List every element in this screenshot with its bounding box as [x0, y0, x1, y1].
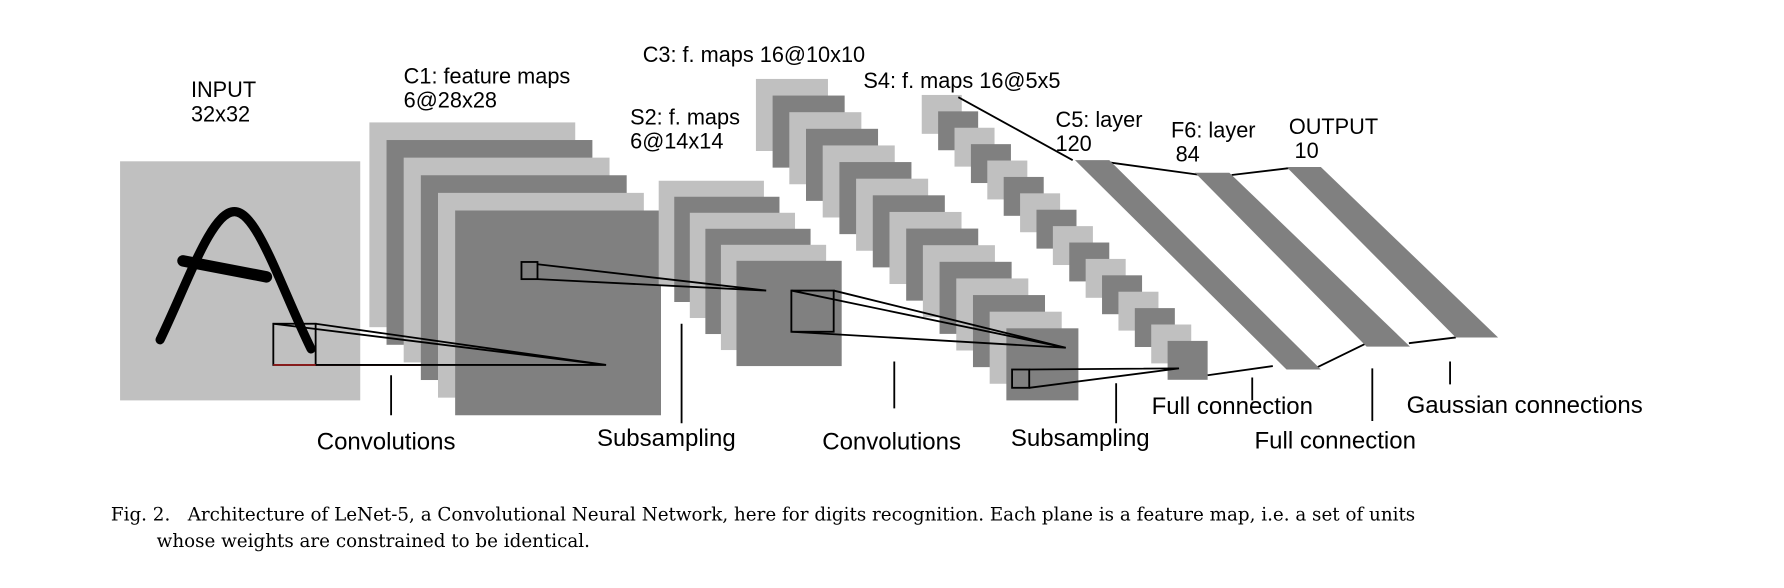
- s4-feature-maps: [921, 94, 1208, 380]
- f6-size: 84: [1176, 141, 1200, 166]
- op-gaussian-connections: Gaussian connections: [1407, 392, 1643, 419]
- s2-map-6: [736, 260, 842, 367]
- projection-lines: [273, 96, 1456, 389]
- c1-feature-maps: [369, 122, 661, 416]
- f6-layer: [1195, 172, 1411, 347]
- op-subsampling-1: Subsampling: [597, 425, 736, 452]
- s2-feature-maps: [658, 180, 842, 367]
- op-full-connection-2: Full connection: [1255, 427, 1416, 454]
- c1-title: C1: feature maps: [404, 64, 571, 89]
- c1-size: 6@28x28: [404, 88, 497, 113]
- handwritten-a-glyph: [155, 207, 316, 354]
- op-convolutions-2: Convolutions: [822, 429, 961, 456]
- c5-size: 120: [1056, 131, 1092, 156]
- output-size: 10: [1295, 138, 1319, 163]
- c5-layer: [1074, 160, 1321, 370]
- c3-map-16: [1006, 328, 1079, 401]
- figure-caption-line1: Fig. 2. Architecture of LeNet-5, a Convo…: [111, 505, 1415, 526]
- output-title: OUTPUT: [1289, 114, 1378, 139]
- op-convolutions-1: Convolutions: [317, 429, 456, 456]
- op-full-connection-1: Full connection: [1152, 393, 1313, 420]
- c5-title: C5: layer: [1056, 107, 1143, 132]
- s2-size: 6@14x14: [630, 129, 723, 154]
- output-layer: [1286, 167, 1499, 338]
- input-size: 32x32: [191, 101, 250, 126]
- c3-title: C3: f. maps 16@10x10: [643, 42, 865, 67]
- op-subsampling-2: Subsampling: [1011, 425, 1150, 452]
- f6-title: F6: layer: [1171, 117, 1255, 142]
- input-title: INPUT: [191, 77, 256, 102]
- c3-feature-maps: [755, 78, 1079, 401]
- input-plane: [120, 161, 361, 401]
- operation-ticks: [390, 323, 1451, 424]
- s4-title: S4: f. maps 16@5x5: [863, 68, 1060, 93]
- s2-title: S2: f. maps: [630, 105, 740, 130]
- c1-map-6: [455, 210, 661, 416]
- figure-caption-line2: whose weights are constrained to be iden…: [157, 531, 590, 552]
- s4-map-16: [1167, 340, 1208, 380]
